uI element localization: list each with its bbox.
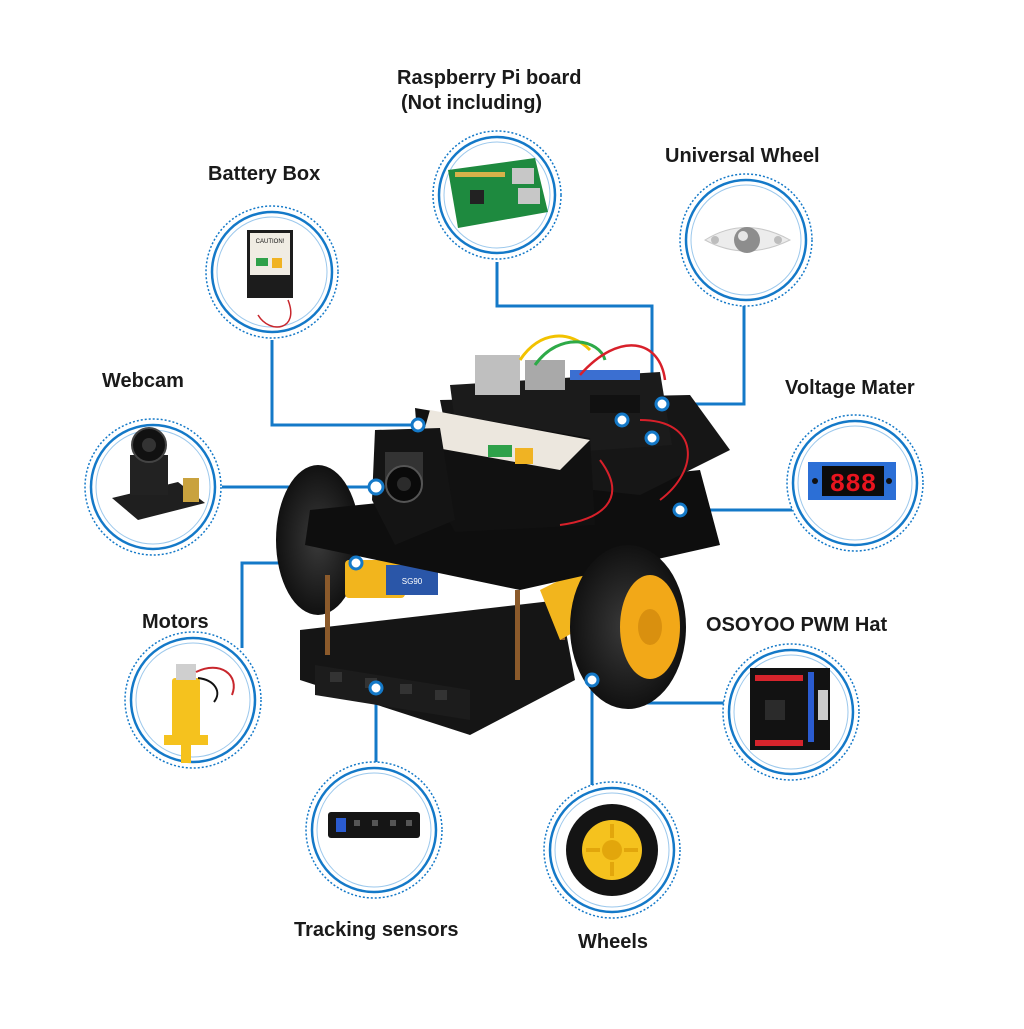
label-voltage-meter: Voltage Mater <box>785 377 915 399</box>
svg-text:CAUTION!: CAUTION! <box>256 239 285 245</box>
gear-motor-icon <box>164 664 235 763</box>
webcam-icon <box>112 427 205 520</box>
tracking-sensor-icon <box>328 812 420 838</box>
label-battery-box: Battery Box <box>208 163 321 185</box>
label-webcam: Webcam <box>102 370 184 392</box>
connector-raspberry-pi <box>495 262 654 438</box>
svg-text:888: 888 <box>830 469 877 499</box>
label-raspberry-pi-line2: (Not including) <box>401 92 543 114</box>
battery-box-icon: CAUTION! <box>247 230 293 328</box>
voltage-meter-icon: 888 <box>808 462 896 500</box>
sensor-bar <box>315 665 470 720</box>
label-raspberry-pi-line1: Raspberry Pi board <box>397 67 582 89</box>
label-pwm-hat: OSOYOO PWM Hat <box>706 614 888 636</box>
connector-end-dots <box>348 396 688 696</box>
wheel-icon <box>566 804 658 896</box>
label-universal-wheel: Universal Wheel <box>665 145 820 167</box>
connector-battery-box <box>270 340 418 427</box>
label-wheels: Wheels <box>578 931 649 953</box>
label-tracking-sensors: Tracking sensors <box>294 919 459 941</box>
raspberry-pi-board-icon <box>448 158 548 228</box>
pwm-hat-board-icon <box>750 668 830 750</box>
universal-wheel-icon <box>704 227 792 253</box>
robot-car-icon: SG90 <box>276 334 730 735</box>
servo-label: SG90 <box>402 577 423 586</box>
connector-universal-wheel <box>662 302 746 406</box>
label-motors: Motors <box>142 611 209 633</box>
